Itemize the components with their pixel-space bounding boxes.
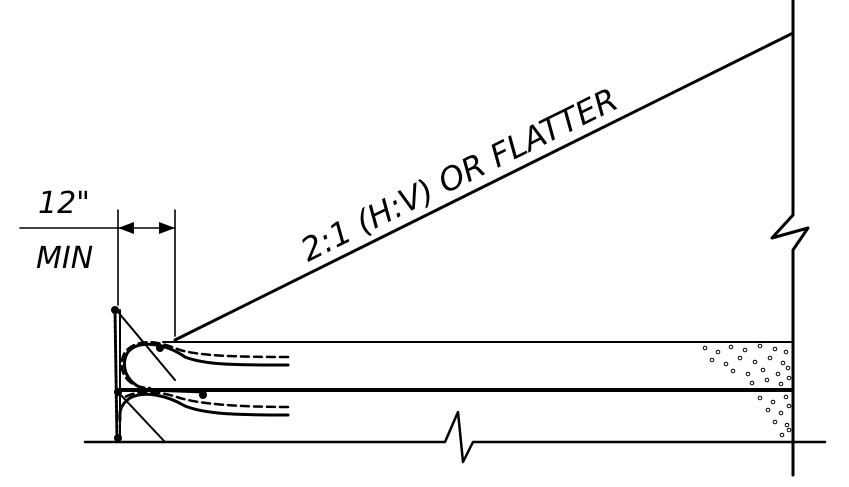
anchor-dot <box>156 344 164 352</box>
stipple-dot <box>772 419 778 425</box>
stipple-dot <box>778 381 784 387</box>
upper-wrap-loop <box>122 342 290 394</box>
stipple-dot <box>780 360 786 366</box>
stipple-dot <box>749 380 755 386</box>
stipple-dot <box>770 399 776 405</box>
dimension-value-label: 12" <box>38 186 90 221</box>
dimension-arrow-left <box>118 222 134 234</box>
stipple-dot <box>723 361 729 367</box>
stipple-dot <box>784 422 790 428</box>
ground-line <box>83 410 827 464</box>
stipple-dot <box>786 427 792 433</box>
stipple-dot <box>752 359 758 365</box>
stipple-dot <box>757 343 763 349</box>
dimension-arrow-right <box>159 222 175 234</box>
stipple-dot <box>786 403 792 409</box>
anchor-dot <box>199 391 207 399</box>
dimension-qualifier-label: MIN <box>36 241 93 276</box>
stipple-dot <box>715 349 721 355</box>
stipple-dot <box>765 407 771 413</box>
stipple-dot <box>783 394 789 400</box>
stipple-dot <box>742 347 748 353</box>
stipple-dot <box>730 368 736 374</box>
stipple-dot <box>767 355 773 361</box>
anchor-dot <box>114 434 122 442</box>
stipple-dot <box>772 346 778 352</box>
stipple-dot <box>786 375 792 381</box>
fill-stipple-pattern <box>702 343 792 438</box>
stipple-dot <box>783 349 789 355</box>
stipple-dot <box>764 377 770 383</box>
stipple-dot <box>745 371 751 377</box>
stipple-dot <box>757 395 763 401</box>
facing-vertical-bar <box>113 308 119 442</box>
stipple-dot <box>785 365 791 371</box>
right-boundary-line <box>770 0 810 477</box>
facing-brace-lower <box>117 391 166 443</box>
stipple-dot <box>702 345 708 351</box>
lower-wrap-loop <box>118 392 290 422</box>
stipple-dot <box>728 344 734 350</box>
anchor-dot <box>114 388 122 396</box>
facing-brace-upper <box>117 311 176 381</box>
slope-line <box>173 32 793 342</box>
lower-wrap-dashed <box>123 390 290 409</box>
slope-note-label: 2:1 (H:V) OR FLATTER <box>295 80 624 269</box>
stipple-dot <box>737 355 743 361</box>
anchor-dot <box>111 306 119 314</box>
stipple-dot <box>760 367 766 373</box>
stipple-dot <box>709 357 715 363</box>
stipple-dot <box>775 371 781 377</box>
stipple-dot <box>779 432 785 438</box>
stipple-dot <box>778 410 784 416</box>
upper-wrap-dashed <box>120 340 290 390</box>
